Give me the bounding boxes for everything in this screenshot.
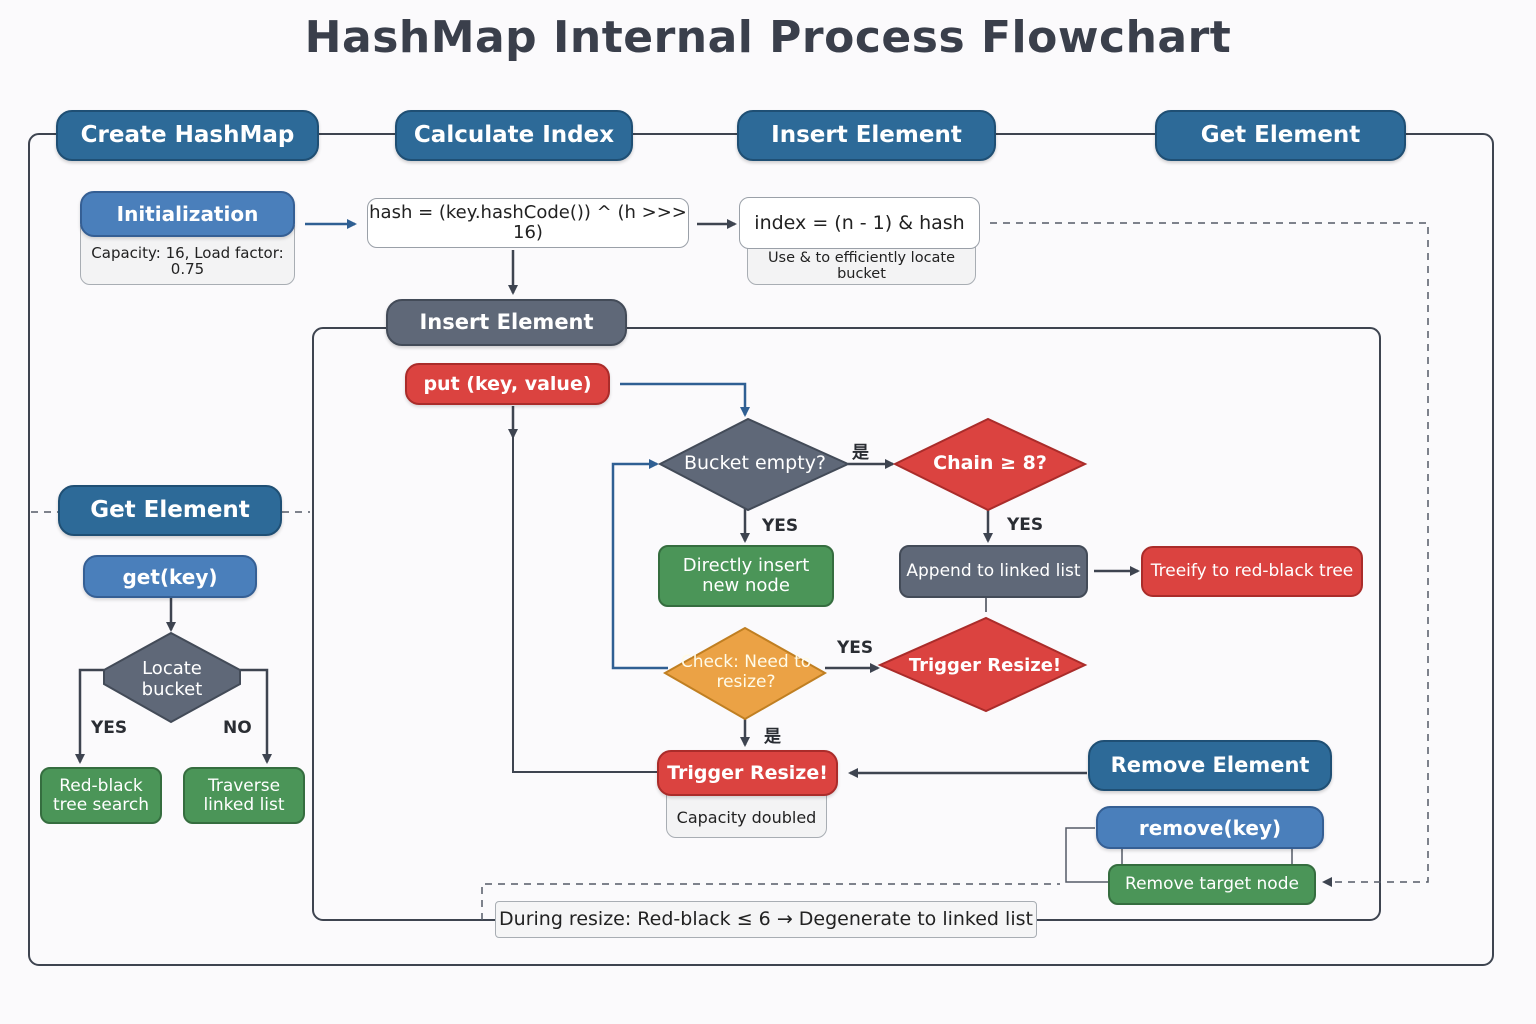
header-create-hashmap: Create HashMap bbox=[56, 110, 319, 161]
trigger-resize-box: Trigger Resize! bbox=[657, 750, 838, 796]
label-bucket-yes-right: 是 bbox=[852, 443, 869, 463]
header-get-element: Get Element bbox=[1155, 110, 1406, 161]
resize-note: During resize: Red-black ≤ 6 → Degenerat… bbox=[495, 901, 1037, 938]
get-key-box: get(key) bbox=[83, 555, 257, 598]
label-check-yes-down: 是 bbox=[764, 727, 781, 747]
tree-search-box: Red-black tree search bbox=[40, 767, 162, 824]
hexagon-locate-bucket bbox=[103, 631, 241, 724]
page-title: HashMap Internal Process Flowchart bbox=[304, 12, 1232, 63]
direct-insert-box: Directly insert new node bbox=[658, 545, 834, 607]
diamond-bucket-empty bbox=[657, 417, 851, 512]
append-list-box: Append to linked list bbox=[899, 545, 1088, 598]
put-box: put (key, value) bbox=[405, 363, 610, 405]
diamond-trigger-resize bbox=[877, 616, 1088, 713]
dashed-index-remove bbox=[990, 222, 1429, 887]
arrow-locate-tree bbox=[75, 668, 104, 764]
remove-section-title: Remove Element bbox=[1088, 740, 1332, 791]
hash-formula-box: hash = (key.hashCode()) ^ (h >>> 16) bbox=[367, 198, 689, 248]
index-formula-box: index = (n - 1) & hash bbox=[739, 197, 980, 249]
loop-check-bucket bbox=[611, 459, 668, 670]
header-insert-element: Insert Element bbox=[737, 110, 996, 161]
arrow-locate-traverse bbox=[240, 668, 272, 764]
label-check-yes: YES bbox=[837, 638, 874, 658]
treeify-box: Treeify to red-black tree bbox=[1141, 546, 1363, 597]
insert-section-title: Insert Element bbox=[386, 299, 627, 346]
init-box: Initialization bbox=[80, 191, 295, 237]
label-bucket-yes-down: YES bbox=[762, 516, 799, 536]
label-get-no: NO bbox=[223, 718, 252, 738]
diamond-chain-check bbox=[892, 417, 1088, 512]
arrow-put-bucket bbox=[620, 382, 750, 417]
remove-key-box: remove(key) bbox=[1096, 806, 1324, 849]
remove-target-box: Remove target node bbox=[1108, 864, 1316, 905]
label-get-yes: YES bbox=[91, 718, 128, 738]
diamond-check-resize bbox=[662, 626, 828, 721]
traverse-list-box: Traverse linked list bbox=[183, 767, 305, 824]
header-calculate-index: Calculate Index bbox=[395, 110, 633, 161]
get-section-title: Get Element bbox=[58, 485, 282, 536]
label-chain-yes: YES bbox=[1007, 515, 1044, 535]
